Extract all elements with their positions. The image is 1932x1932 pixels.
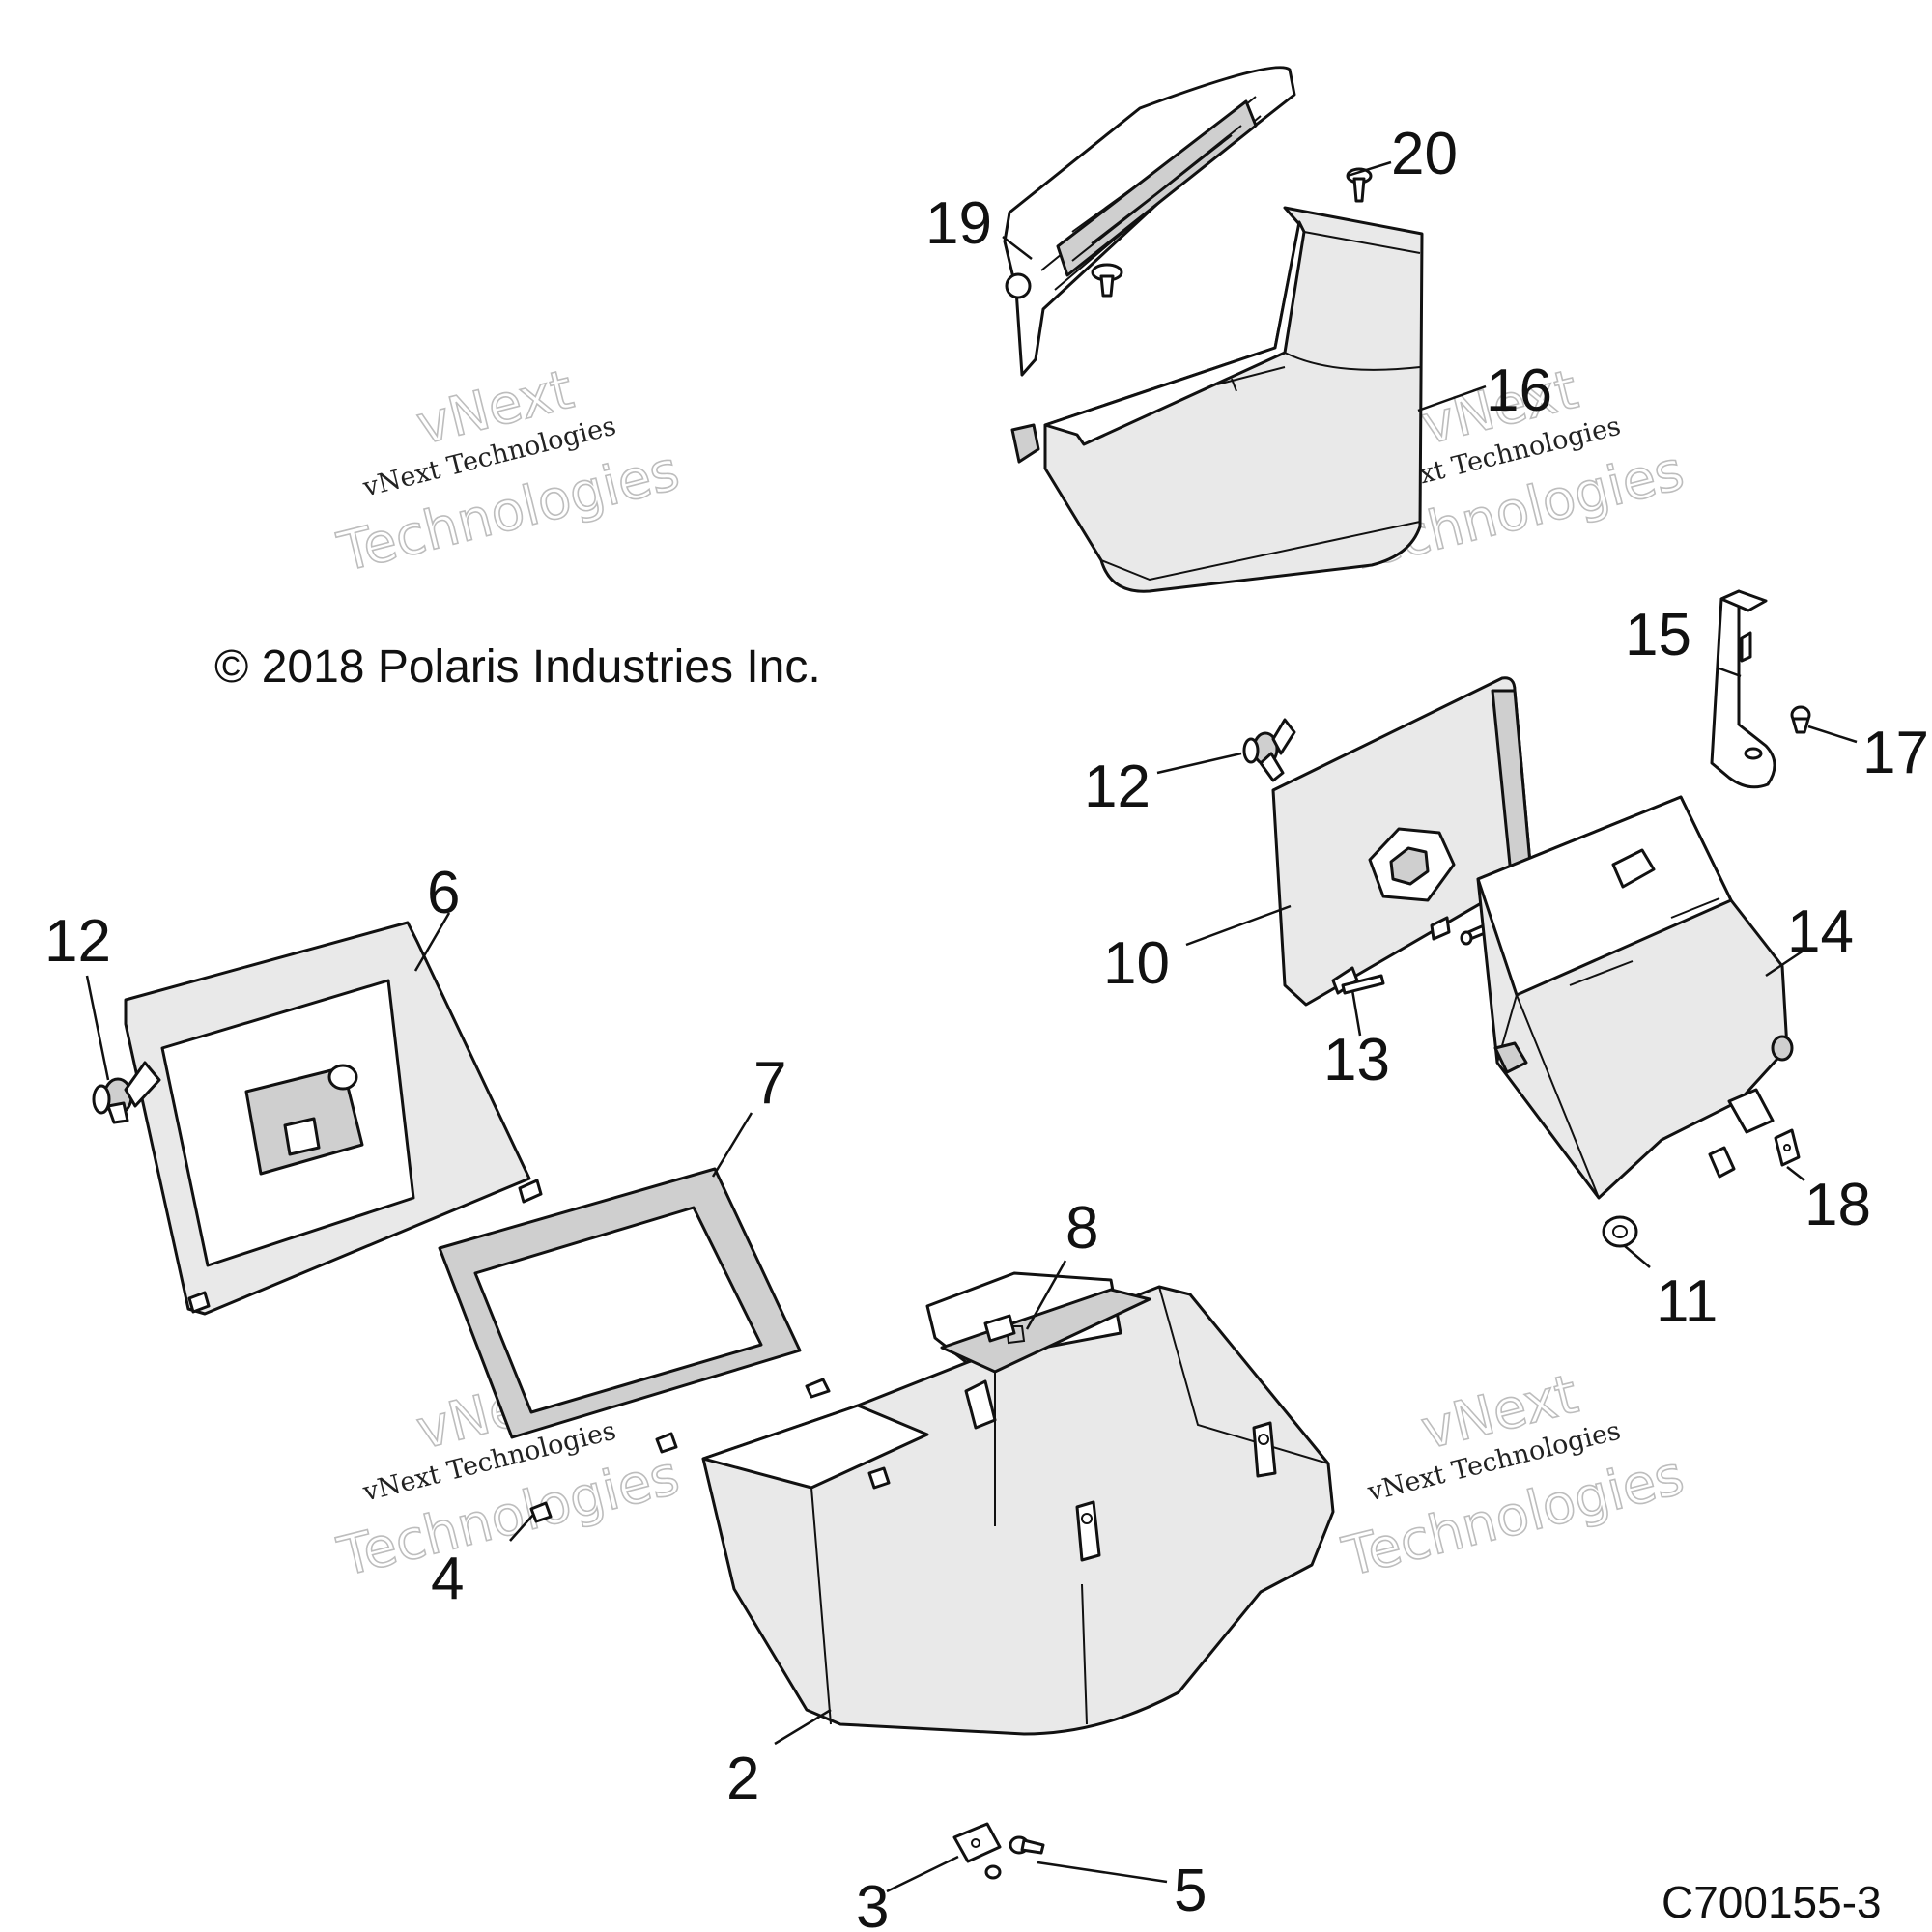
callout-13: 13 [1323,1027,1390,1094]
part-15-bracket [1710,589,1776,789]
part-3-mount-clip [952,1822,1002,1880]
part-16-storage-bin [1010,206,1424,593]
callout-14: 14 [1787,898,1854,965]
part-10-lid [1271,676,1533,1007]
callout-16: 16 [1486,357,1552,424]
hinge-pin [1005,272,1032,299]
figure-code: C700155-3 [1662,1877,1882,1927]
callout-20: 20 [1391,121,1458,187]
callout-6: 6 [427,860,460,926]
part-4-screws [529,1378,831,1523]
leader-lines [85,160,1858,1893]
watermark-bottom-right: vNext vNext Technologies Technologies [1336,1362,1690,1590]
copyright-text: © 2018 Polaris Industries Inc. [214,641,821,693]
part-5-bolt [1009,1835,1045,1855]
callout-12-right: 12 [1084,753,1151,820]
part-19-grille-lid [1003,66,1296,377]
callout-10: 10 [1103,930,1170,997]
callout-3: 3 [856,1874,889,1932]
callout-15: 15 [1625,602,1691,668]
part-12-wing-nut-left [92,1061,161,1124]
part-12-wing-nut-right [1242,718,1296,782]
part-7-gasket [438,1167,802,1439]
part-2-air-box [701,1271,1335,1736]
callout-2: 2 [726,1746,759,1812]
callout-4: 4 [431,1546,464,1612]
part-14-box-housing [1476,795,1794,1200]
watermark-top-left: vNext vNext Technologies Technologies [331,357,686,585]
part-11-grommet [1602,1215,1638,1248]
callout-18: 18 [1804,1172,1871,1238]
part-18-clip-nut [1774,1128,1801,1167]
callout-19: 19 [925,190,992,257]
callout-7: 7 [753,1050,786,1117]
part-17-fastener [1790,705,1811,734]
callout-5: 5 [1174,1858,1207,1924]
callout-12-left: 12 [44,908,111,975]
callout-17: 17 [1862,720,1929,786]
callout-8: 8 [1065,1195,1098,1262]
part-6-front-cover [124,921,543,1316]
callout-11: 11 [1656,1268,1718,1335]
part-8-screw [983,1314,1016,1343]
push-rivet-small [1091,263,1123,298]
callout-labels: 19 20 16 15 17 12 10 13 14 18 11 12 6 7 … [44,121,1929,1932]
